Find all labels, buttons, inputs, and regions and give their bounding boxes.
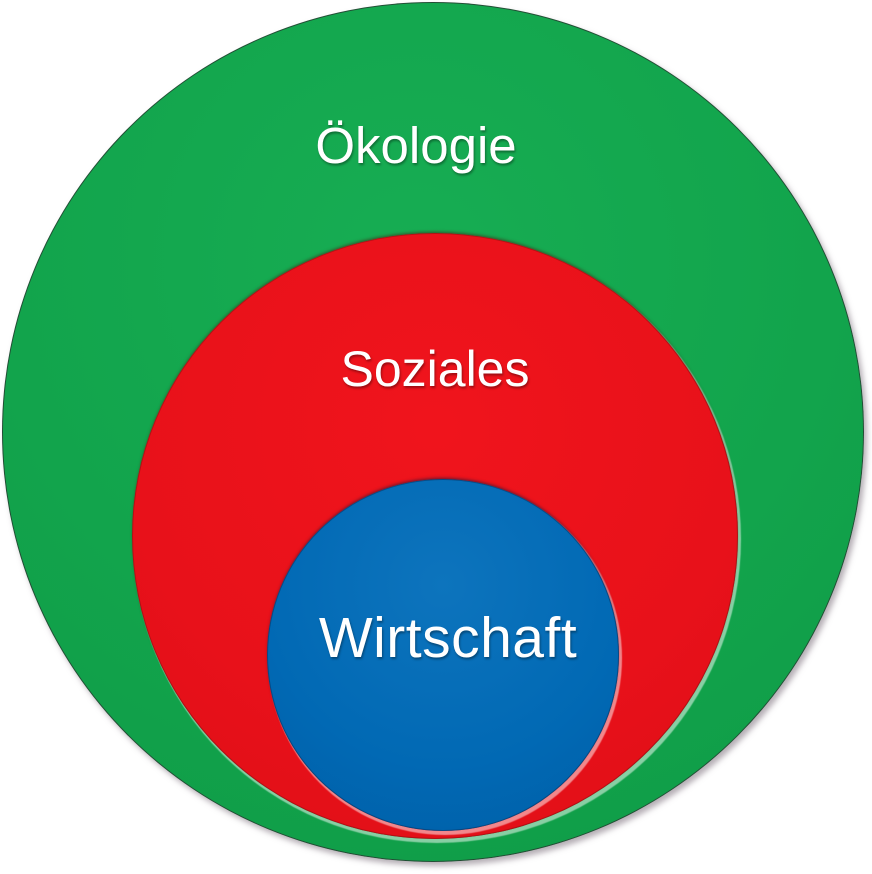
ecology-circle: Ökologie Soziales Wirtschaft bbox=[2, 2, 864, 862]
economy-circle: Wirtschaft bbox=[267, 479, 619, 831]
economy-label: Wirtschaft bbox=[318, 606, 578, 670]
social-circle: Soziales Wirtschaft bbox=[132, 233, 738, 839]
social-label: Soziales bbox=[340, 341, 530, 397]
ecology-label: Ökologie bbox=[315, 117, 517, 174]
